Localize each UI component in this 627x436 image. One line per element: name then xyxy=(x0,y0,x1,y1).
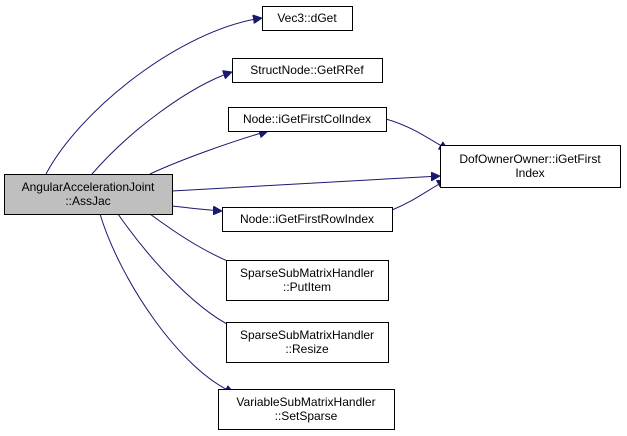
edge-assjac-to-dofownerowner_igetfirstindex xyxy=(171,176,440,192)
edge-assjac-to-structnode_getrref xyxy=(91,72,232,175)
node-label-line: ::PutItem xyxy=(283,280,331,294)
node-label-line: StructNode::GetRRef xyxy=(250,63,364,77)
node-node_igetfirstcolindex[interactable]: Node::iGetFirstColIndex xyxy=(228,107,387,132)
node-label-line: VariableSubMatrixHandler xyxy=(236,395,375,409)
node-assjac[interactable]: AngularAccelerationJoint::AssJac xyxy=(4,174,173,215)
node-structnode_getrref[interactable]: StructNode::GetRRef xyxy=(232,58,383,83)
node-box xyxy=(262,6,353,31)
edge-node_igetfirstcolindex-to-dofownerowner_igetfirstindex xyxy=(385,118,448,150)
edge-assjac-to-node_igetfirstrowindex xyxy=(171,205,222,211)
node-box xyxy=(228,107,387,132)
node-label-line: Index xyxy=(515,166,544,180)
node-sparse_resize[interactable]: SparseSubMatrixHandler::Resize xyxy=(226,322,389,363)
node-node_igetfirstrowindex[interactable]: Node::iGetFirstRowIndex xyxy=(222,207,393,232)
node-sparse_putitem[interactable]: SparseSubMatrixHandler::PutItem xyxy=(226,260,389,301)
node-label-line: Node::iGetFirstRowIndex xyxy=(240,212,374,226)
node-vec3_dget[interactable]: Vec3::dGet xyxy=(262,6,353,31)
node-box xyxy=(226,260,389,301)
edge-assjac-to-variable_setsparse xyxy=(99,213,234,393)
nodes-layer: AngularAccelerationJoint::AssJac Vec3::dG… xyxy=(4,6,621,430)
node-variable_setsparse[interactable]: VariableSubMatrixHandler::SetSparse xyxy=(218,389,395,430)
node-box xyxy=(226,322,389,363)
edge-node_igetfirstrowindex-to-dofownerowner_igetfirstindex xyxy=(391,180,446,211)
node-label-line: DofOwnerOwner::iGetFirst xyxy=(459,152,601,166)
edge-assjac-to-vec3_dget xyxy=(45,18,262,175)
node-box xyxy=(222,207,393,232)
node-label-line: ::AssJac xyxy=(65,194,110,208)
node-box xyxy=(440,145,621,188)
node-box xyxy=(218,389,395,430)
edges-layer xyxy=(45,18,448,393)
node-label-line: ::Resize xyxy=(285,342,329,356)
node-label-line: SparseSubMatrixHandler xyxy=(240,328,374,342)
node-label-line: Node::iGetFirstColIndex xyxy=(243,112,371,126)
node-box xyxy=(232,58,383,83)
node-label-line: Vec3::dGet xyxy=(277,11,337,25)
node-label-line: AngularAccelerationJoint xyxy=(22,180,155,194)
node-label-line: ::SetSparse xyxy=(275,409,338,423)
edge-assjac-to-sparse_resize xyxy=(117,213,240,330)
node-label-line: SparseSubMatrixHandler xyxy=(240,266,374,280)
node-box xyxy=(4,174,173,215)
edge-assjac-to-node_igetfirstcolindex xyxy=(149,131,268,175)
